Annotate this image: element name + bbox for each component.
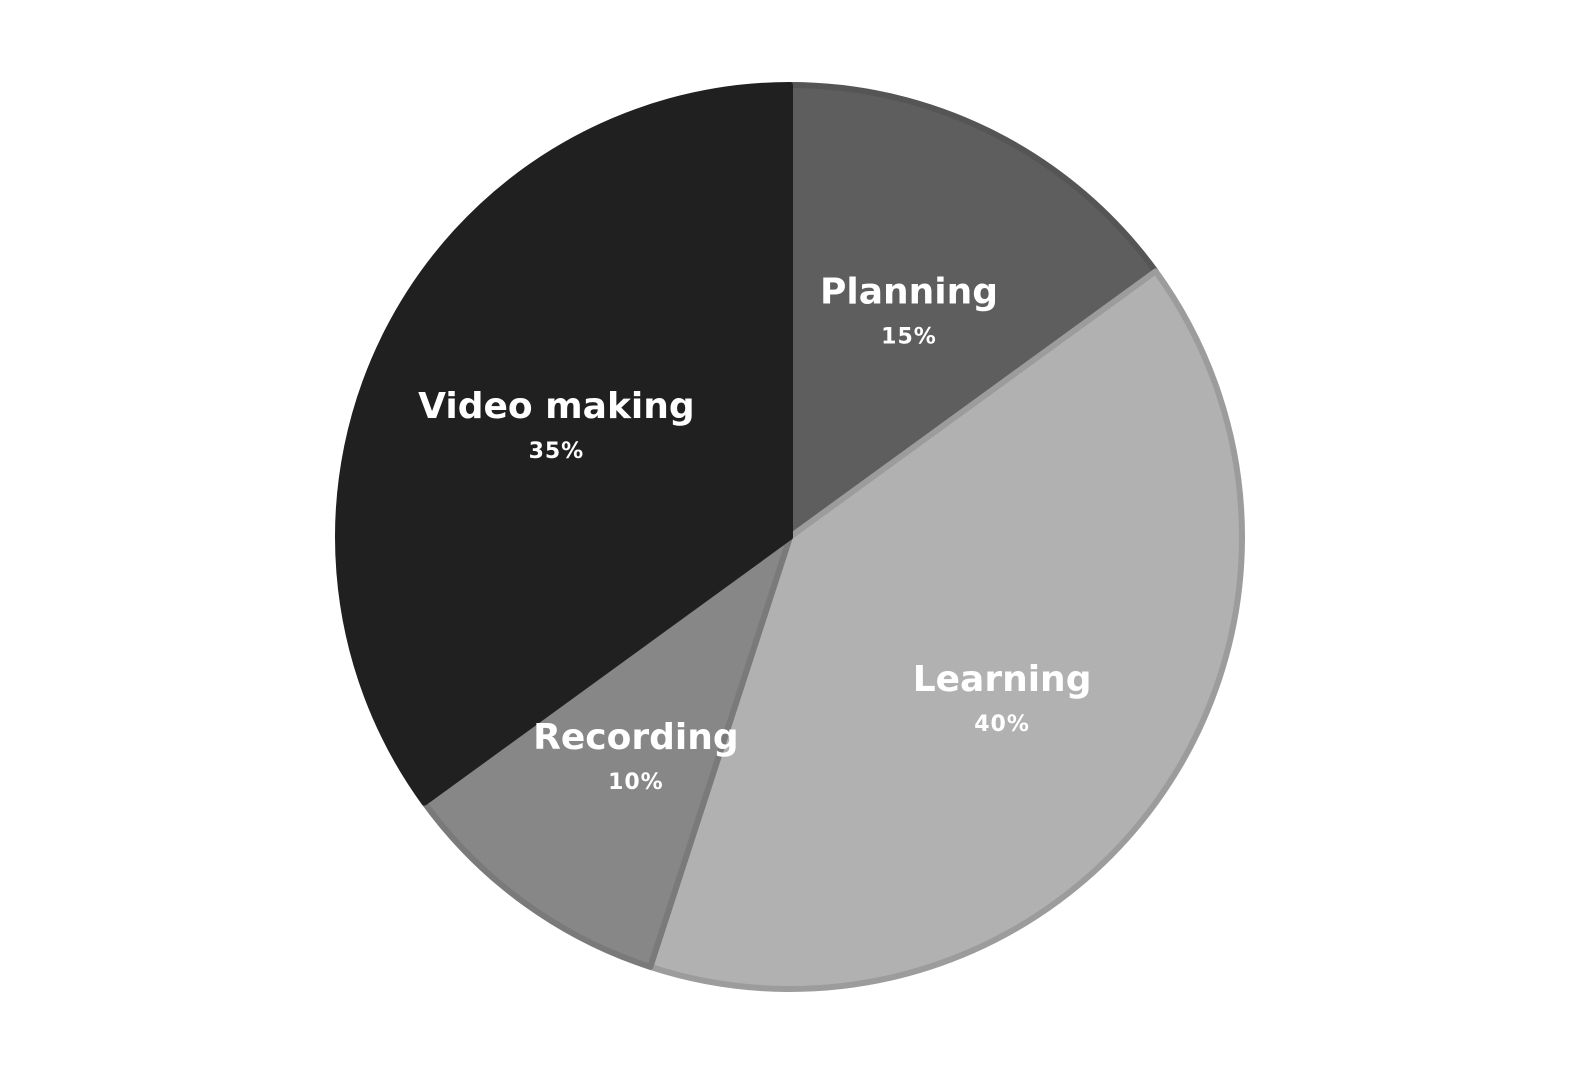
pie-slice-video-making [335, 82, 793, 806]
labels-layer: Planning 15% Learning 40% Recording 10% Video … [418, 271, 1091, 795]
slice-value-learning: 40% [974, 712, 1030, 737]
slice-value-planning: 15% [881, 324, 937, 349]
pie-slice-planning [787, 82, 1159, 540]
slice-label-learning: Learning [913, 659, 1092, 700]
pie-slice-learning [647, 268, 1245, 992]
slices-layer [335, 82, 1245, 992]
pie-slice-recording [421, 534, 793, 970]
slice-value-recording: 10% [608, 770, 664, 795]
slice-value-video-making: 35% [529, 439, 585, 464]
slice-label-video-making: Video making [418, 386, 695, 427]
slice-label-planning: Planning [820, 271, 998, 312]
slice-label-recording: Recording [533, 717, 738, 758]
